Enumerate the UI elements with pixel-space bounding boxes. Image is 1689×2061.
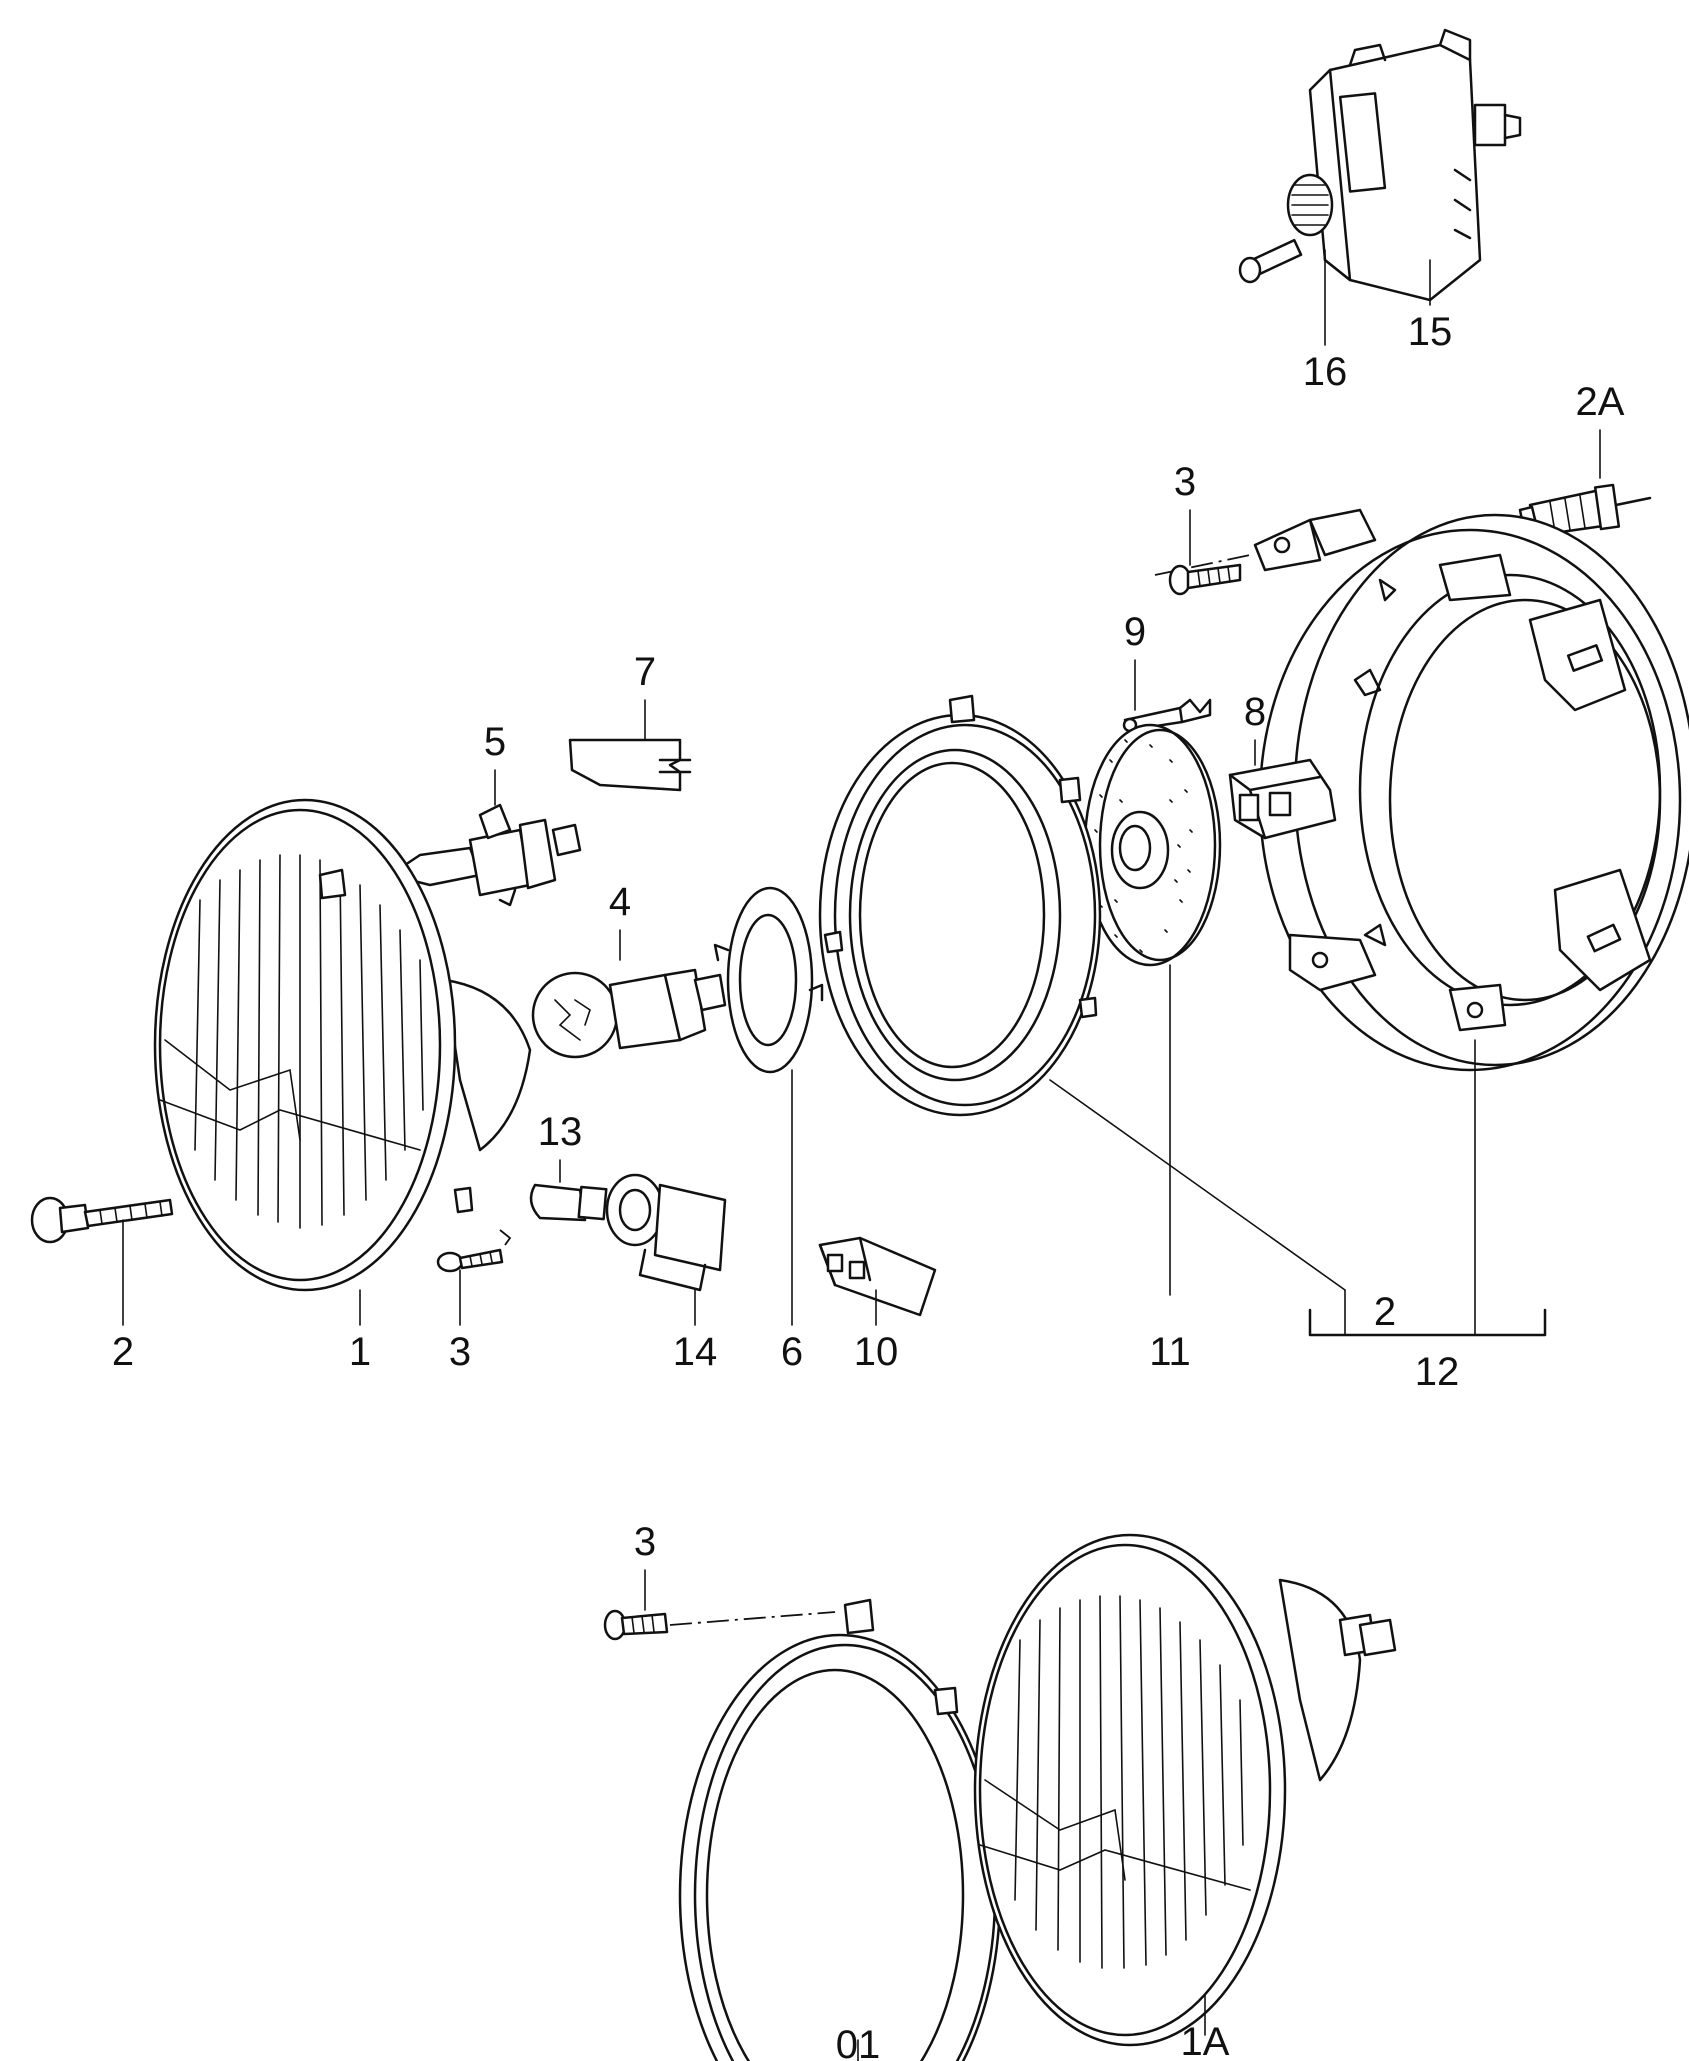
callout-4: 4 (609, 880, 631, 924)
callout-2A: 2A (1576, 380, 1625, 424)
callout-3-top: 3 (1174, 460, 1196, 504)
headlight-insert-part-1A (973, 1533, 1397, 2047)
callout-3-bottom: 3 (634, 1520, 656, 1564)
screw-part-3-bottom (603, 1609, 669, 1641)
cap-part-7 (568, 738, 692, 792)
trim-ring-part-01 (678, 1598, 1002, 2061)
callout-3-mid: 3 (449, 1330, 471, 1374)
callout-9: 9 (1124, 610, 1146, 654)
callout-10: 10 (854, 1330, 899, 1374)
callout-12: 12 (1415, 1350, 1460, 1394)
bulb-holder-part-14 (605, 1173, 727, 1292)
contact-part-9 (1122, 698, 1212, 733)
callout-16: 16 (1303, 350, 1348, 394)
callout-13: 13 (538, 1110, 583, 1154)
adjusting-screw-part-2-left (30, 1196, 174, 1244)
screw-part-3-top (1168, 563, 1242, 596)
screw-axis-mid (499, 1229, 512, 1246)
light-switch-knob-part-16 (1238, 173, 1334, 284)
callout-15: 15 (1408, 310, 1453, 354)
leader-2-right (1049, 1079, 1346, 1291)
callout-1: 1 (349, 1330, 371, 1374)
retaining-spring-part-6 (713, 886, 824, 1074)
headlight-insert-part-1 (153, 798, 532, 1292)
callout-6: 6 (781, 1330, 803, 1374)
bulb-with-socket-part-4 (531, 968, 727, 1059)
callout-8: 8 (1244, 690, 1266, 734)
light-switch-part-15 (1308, 28, 1522, 302)
callout-11: 11 (1149, 1330, 1191, 1374)
callout-2-right: 2 (1374, 1290, 1396, 1334)
headlight-housing-part-12 (1253, 508, 1689, 1072)
plug-housing-part-8 (1228, 758, 1337, 840)
screw-axis-bottom (669, 1611, 836, 1626)
h4-bulb-part-5 (403, 803, 582, 907)
callout-14: 14 (673, 1330, 718, 1374)
callout-01: 01 (836, 2023, 881, 2061)
small-bulb-part-13 (529, 1183, 608, 1222)
callout-5: 5 (484, 720, 506, 764)
callout-7: 7 (634, 650, 656, 694)
screw-part-3-mid (436, 1248, 504, 1273)
callout-1A: 1A (1181, 2020, 1230, 2061)
rubber-cap-part-11 (1083, 723, 1222, 967)
connector-part-10 (818, 1236, 937, 1317)
trim-ring-part-2-right (818, 694, 1102, 1117)
callout-2-left: 2 (112, 1330, 134, 1374)
bracket-12 (1308, 1308, 1547, 1337)
